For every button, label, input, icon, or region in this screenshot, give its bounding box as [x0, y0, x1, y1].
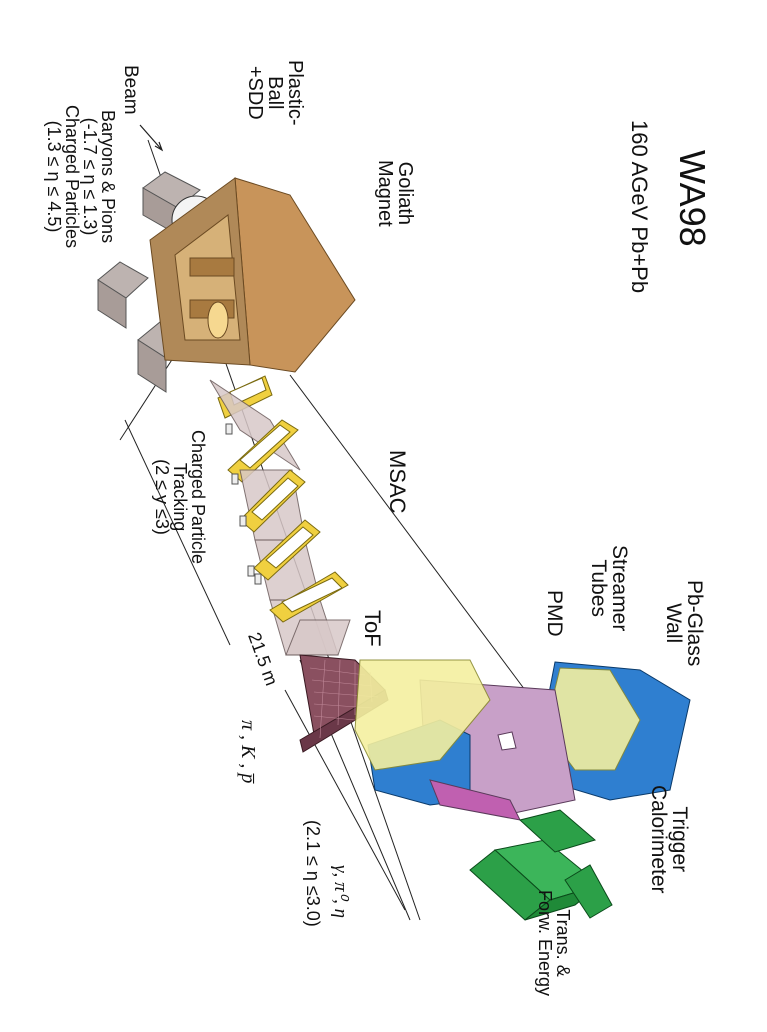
- magnet-top-face: [234, 177, 356, 373]
- msac-tube-3: [239, 515, 247, 527]
- title: WA98: [672, 150, 713, 247]
- label-tof: ToF: [360, 610, 385, 647]
- upper-guide-line: [289, 374, 526, 691]
- calorimeter-upper-block: [518, 809, 597, 853]
- pb-block-bottom-side: [137, 339, 167, 393]
- msac-tube-4: [247, 565, 255, 577]
- msac-tube-5: [254, 573, 262, 585]
- label-tracking: Charged Particle Tracking (2 ≤ y ≤3): [152, 430, 208, 565]
- msac-tube-1: [225, 423, 233, 435]
- msac-frame-5: [269, 571, 351, 656]
- label-baryons: Baryons & Pions (-1.7 ≤ η ≤ 1.3) Charged…: [44, 105, 118, 249]
- subtitle: 160 AGeV Pb+Pb: [627, 120, 652, 294]
- msac-tube-2: [231, 473, 239, 485]
- label-beam: Beam: [120, 65, 141, 115]
- streamer-lower: [354, 659, 491, 771]
- label-pbglass-wall: Pb-Glass Wall: [662, 580, 706, 667]
- dim-line-left: [124, 419, 231, 646]
- label-msac: MSAC: [385, 450, 410, 514]
- label-pmd: PMD: [543, 590, 566, 637]
- label-streamer-tubes: Streamer Tubes: [587, 545, 631, 632]
- pmd-center-hole: [497, 731, 517, 751]
- dim-line-right: [284, 689, 406, 911]
- msac-tracking-chambers: [209, 375, 351, 656]
- label-pion-kaon: π , K , p̅: [237, 720, 259, 784]
- label-trigger-calorimeter: Trigger Calorimeter: [647, 785, 691, 894]
- label-eta-range: (2.1 ≤ η ≤3.0): [303, 820, 323, 927]
- label-goliath-magnet: Goliath Magnet: [374, 160, 416, 227]
- magnet-glow: [207, 301, 229, 339]
- label-gamma: γ, π⁰, η: [330, 865, 351, 919]
- pb-block-mid-side: [97, 279, 127, 329]
- label-trans-forw-energy: Trans. & Forw. Energy: [535, 890, 573, 997]
- beam-arrow-icon: [139, 124, 164, 152]
- magnet-coil-upper: [189, 257, 235, 277]
- label-plastic-ball: Plastic- Ball +SDD: [244, 60, 306, 126]
- goliath-magnet: [149, 177, 356, 373]
- forward-calorimeter: [564, 864, 613, 919]
- trigger-calorimeter: [469, 809, 613, 921]
- pbglass-pmd-assembly: [354, 659, 691, 821]
